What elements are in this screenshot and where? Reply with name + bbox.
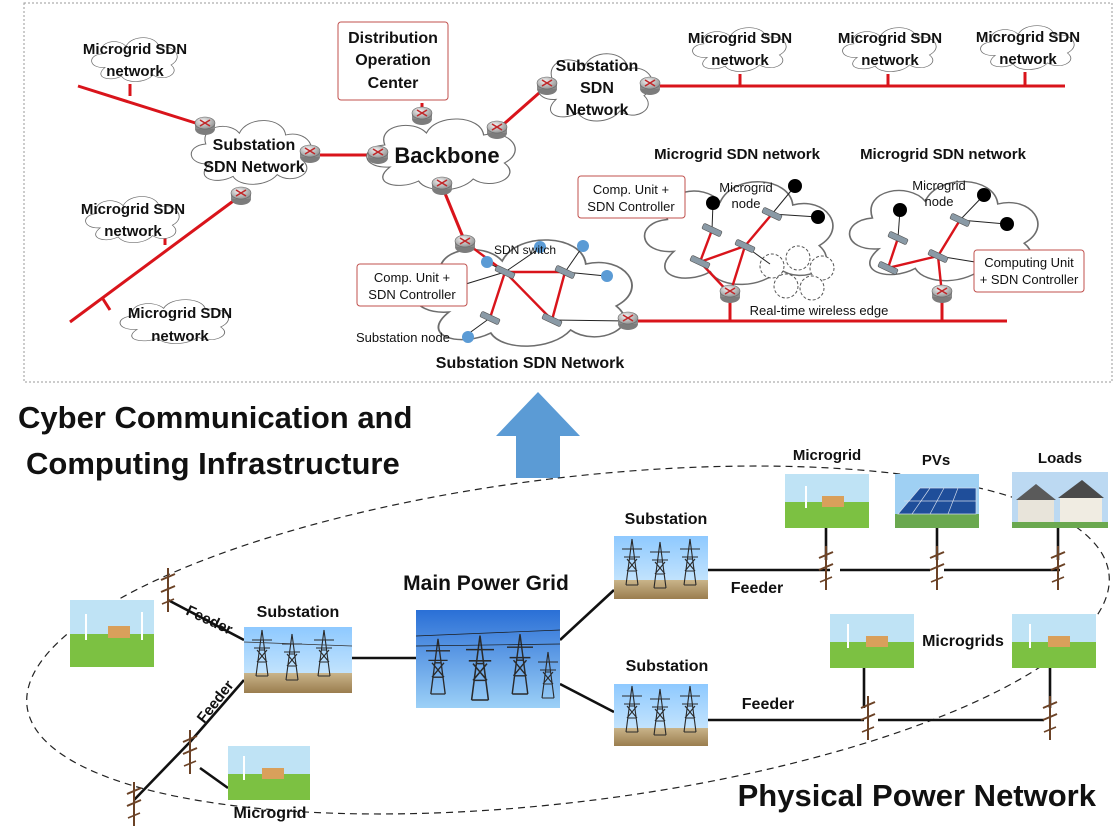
cyber-title-line-1: Cyber Communication and bbox=[18, 400, 412, 435]
label-backbone: Backbone bbox=[394, 143, 499, 168]
label-sdn-switch: SDN switch bbox=[494, 243, 556, 257]
physical-boundary-ellipse bbox=[26, 465, 1110, 815]
label-comp-unit-2a: Comp. Unit + bbox=[593, 182, 669, 197]
label-microgrid-bottom: Microgrid bbox=[234, 805, 307, 822]
label-mg-sw-1: Microgrid SDN bbox=[128, 305, 232, 322]
pv-image bbox=[895, 474, 979, 528]
cyber-title-line-2: Computing Infrastructure bbox=[26, 446, 400, 481]
label-mg-nw-1: Microgrid SDN bbox=[83, 41, 187, 58]
main-power-grid-image bbox=[415, 610, 561, 708]
label-mg-node-2a: Microgrid bbox=[912, 178, 965, 193]
label-sub-bottom: Substation SDN Network bbox=[436, 355, 625, 372]
label-sub-top-2: SDN bbox=[580, 80, 614, 97]
label-substation-left: Substation bbox=[257, 604, 340, 621]
label-doc-3: Center bbox=[368, 75, 419, 92]
label-mg-node-1a: Microgrid bbox=[719, 180, 772, 195]
comp-unit-box-2 bbox=[577, 175, 686, 219]
microgrid-image-top bbox=[785, 474, 869, 528]
microgrid-image-far-left bbox=[70, 600, 154, 667]
cyber-labels: Microgrid SDN network Microgrid SDN netw… bbox=[81, 29, 1080, 372]
substation-image-bottom bbox=[614, 684, 708, 746]
label-sub-top-1: Substation bbox=[556, 58, 639, 75]
label-sub-left-2: SDN Network bbox=[203, 159, 304, 176]
label-mg-nw-2: network bbox=[106, 63, 164, 80]
physical-title: Physical Power Network bbox=[738, 778, 1097, 813]
label-computing-unit-b: + SDN Controller bbox=[980, 272, 1079, 287]
label-substation-node: Substation node bbox=[356, 330, 450, 345]
label-substation-top: Substation bbox=[625, 511, 708, 528]
label-wireless-edge: Real-time wireless edge bbox=[750, 303, 889, 318]
label-mg-node-2b: node bbox=[925, 194, 954, 209]
label-comp-unit-1a: Comp. Unit + bbox=[374, 270, 450, 285]
microgrid-image-mid bbox=[830, 614, 914, 668]
doc-label-box bbox=[337, 21, 449, 101]
microgrid-image-bottom bbox=[228, 746, 310, 800]
substation-image-top bbox=[614, 536, 708, 599]
substation-image-left bbox=[243, 627, 353, 693]
label-doc-2: Operation bbox=[355, 52, 431, 69]
label-mg-w-2: network bbox=[104, 223, 162, 240]
label-feeder-1: Feeder bbox=[183, 602, 235, 638]
label-mg-w-1: Microgrid SDN bbox=[81, 201, 185, 218]
up-arrow bbox=[496, 392, 580, 478]
label-mg-t1-1: Microgrid SDN bbox=[688, 30, 792, 47]
microgrid-image-right bbox=[1012, 614, 1096, 668]
label-comp-unit-1b: SDN Controller bbox=[368, 287, 456, 302]
label-mg-t3-2: network bbox=[999, 51, 1057, 68]
label-mg-t2-1: Microgrid SDN bbox=[838, 30, 942, 47]
label-loads: Loads bbox=[1038, 450, 1082, 467]
label-mg-sw-2: network bbox=[151, 328, 209, 345]
comp-unit-box-1 bbox=[356, 263, 468, 307]
sdn-links bbox=[69, 72, 1065, 324]
label-mg-t3-1: Microgrid SDN bbox=[976, 29, 1080, 46]
wireless-edge-cluster bbox=[759, 245, 835, 301]
label-microgrid-top: Microgrid bbox=[793, 447, 861, 464]
label-mg-node-1b: node bbox=[732, 196, 761, 211]
label-mg-detail2-title: Microgrid SDN network bbox=[860, 146, 1027, 163]
label-main-grid: Main Power Grid bbox=[403, 572, 569, 595]
label-feeder-3: Feeder bbox=[731, 580, 783, 597]
microgrid-detail-2-internal bbox=[877, 188, 1014, 295]
computing-unit-box bbox=[973, 249, 1085, 293]
loads-image bbox=[1012, 472, 1108, 528]
label-doc-1: Distribution bbox=[348, 30, 438, 47]
label-sub-top-3: Network bbox=[565, 102, 628, 119]
label-feeder-4: Feeder bbox=[742, 696, 794, 713]
label-mg-t2-2: network bbox=[861, 52, 919, 69]
label-mg-detail1-title: Microgrid SDN network bbox=[654, 146, 821, 163]
label-computing-unit-a: Computing Unit bbox=[984, 255, 1074, 270]
label-comp-unit-2b: SDN Controller bbox=[587, 199, 675, 214]
label-sub-left-1: Substation bbox=[213, 137, 296, 154]
label-substation-bottom: Substation bbox=[626, 658, 709, 675]
label-mg-t1-2: network bbox=[711, 52, 769, 69]
label-feeder-2: Feeder bbox=[194, 677, 238, 726]
label-microgrids: Microgrids bbox=[922, 633, 1004, 650]
label-pvs: PVs bbox=[922, 452, 950, 469]
